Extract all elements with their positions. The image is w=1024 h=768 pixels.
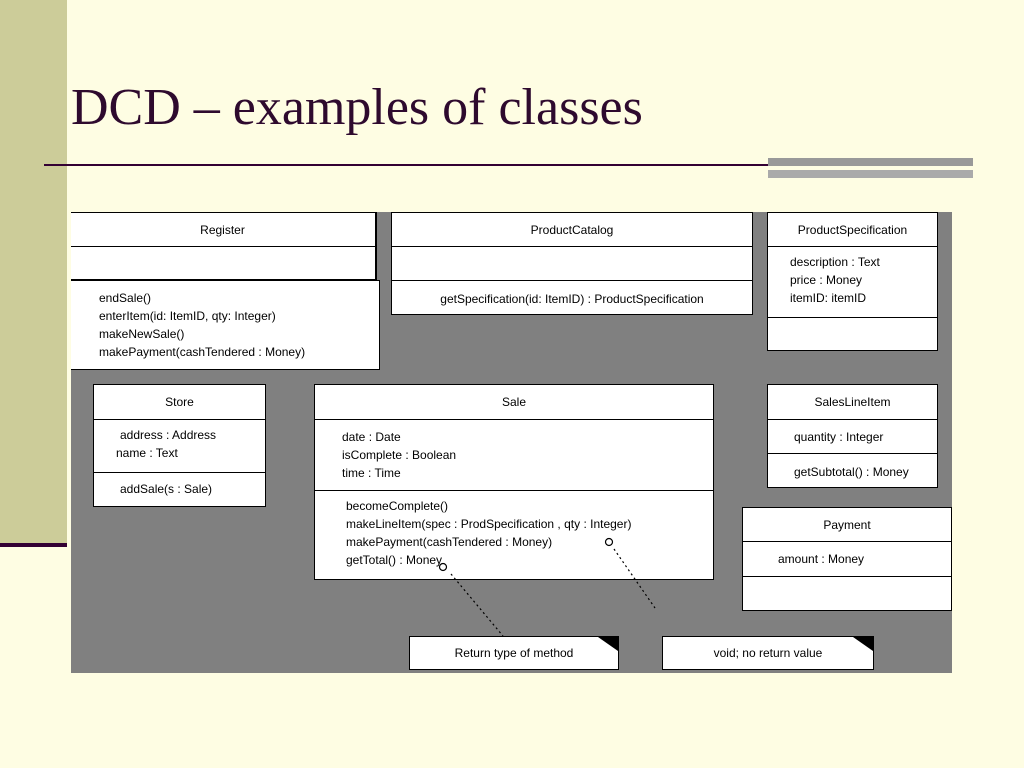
- class-payment-attributes: amount : Money: [743, 542, 951, 577]
- class-saleslineitem-attributes: quantity : Integer: [768, 420, 937, 454]
- note-return-type: Return type of method: [409, 636, 619, 670]
- note-text: Return type of method: [454, 646, 574, 660]
- class-store-name: Store: [94, 385, 265, 420]
- side-bar-line: [0, 543, 67, 547]
- class-store: Store address : Address name : Text addS…: [93, 384, 266, 507]
- class-productcatalog-name: ProductCatalog: [392, 213, 752, 247]
- class-saleslineitem-name: SalesLineItem: [768, 385, 937, 420]
- class-productspecification-attributes: description : Text price : Money itemID:…: [768, 247, 937, 318]
- operation: getSpecification(id: ItemID) : ProductSp…: [440, 291, 704, 306]
- class-productcatalog-attributes: [392, 247, 752, 281]
- class-store-operations: addSale(s : Sale): [94, 473, 265, 508]
- note-text: void; no return value: [713, 646, 823, 660]
- operation: makeNewSale(): [99, 327, 185, 341]
- slide-title: DCD – examples of classes: [71, 79, 643, 136]
- class-register: Register: [71, 212, 377, 280]
- operation: getSubtotal() : Money: [794, 464, 909, 479]
- title-rule: [44, 164, 772, 166]
- class-saleslineitem: SalesLineItem quantity : Integer getSubt…: [767, 384, 938, 488]
- operation: enterItem(id: ItemID, qty: Integer): [99, 309, 276, 323]
- attribute: name : Text: [116, 446, 178, 460]
- attribute: quantity : Integer: [794, 429, 884, 444]
- attribute: address : Address: [120, 428, 217, 442]
- class-productcatalog: ProductCatalog getSpecification(id: Item…: [391, 212, 753, 315]
- class-payment: Payment amount : Money: [742, 507, 952, 611]
- anchor-circle-gettotal: [438, 562, 448, 572]
- class-productspecification: ProductSpecification description : Text …: [767, 212, 938, 351]
- attribute: date : Date: [342, 430, 401, 444]
- operation: makeLineItem(spec : ProdSpecification , …: [346, 517, 632, 531]
- side-bar: [0, 0, 67, 545]
- attribute: itemID: itemID: [790, 291, 867, 305]
- class-register-operations: endSale() enterItem(id: ItemID, qty: Int…: [71, 280, 380, 370]
- anchor-circle-makelineitem: [604, 537, 614, 547]
- operation: getTotal() : Money: [346, 553, 443, 567]
- class-store-attributes: address : Address name : Text: [94, 420, 265, 473]
- operation: addSale(s : Sale): [120, 482, 213, 496]
- class-register-name: Register: [71, 213, 375, 247]
- note-fold-icon: [853, 637, 873, 651]
- title-rule-accent-2: [768, 170, 973, 178]
- note-links: [438, 537, 656, 637]
- class-sale: Sale date : Date isComplete : Boolean ti…: [314, 384, 714, 580]
- attribute: description : Text: [790, 255, 880, 269]
- class-payment-name: Payment: [743, 508, 951, 542]
- note-void: void; no return value: [662, 636, 874, 670]
- operation: makePayment(cashTendered : Money): [346, 535, 553, 549]
- operation: makePayment(cashTendered : Money): [99, 345, 306, 359]
- link-return-type: [450, 573, 504, 637]
- class-sale-operations: becomeComplete() makeLineItem(spec : Pro…: [315, 491, 713, 581]
- title-rule-accent-1: [768, 158, 973, 166]
- attribute: isComplete : Boolean: [342, 448, 457, 462]
- class-productspecification-name: ProductSpecification: [768, 213, 937, 247]
- attribute: amount : Money: [778, 552, 865, 566]
- class-saleslineitem-operations: getSubtotal() : Money: [768, 454, 937, 489]
- link-void: [613, 548, 656, 609]
- operation: becomeComplete(): [346, 499, 449, 513]
- attribute: time : Time: [342, 466, 401, 480]
- class-diagram: Register endSale() enterItem(id: ItemID,…: [71, 212, 952, 673]
- attribute: price : Money: [790, 273, 863, 287]
- class-sale-attributes: date : Date isComplete : Boolean time : …: [315, 420, 713, 491]
- operation: endSale(): [99, 291, 152, 305]
- class-sale-name: Sale: [315, 385, 713, 420]
- note-fold-icon: [598, 637, 618, 651]
